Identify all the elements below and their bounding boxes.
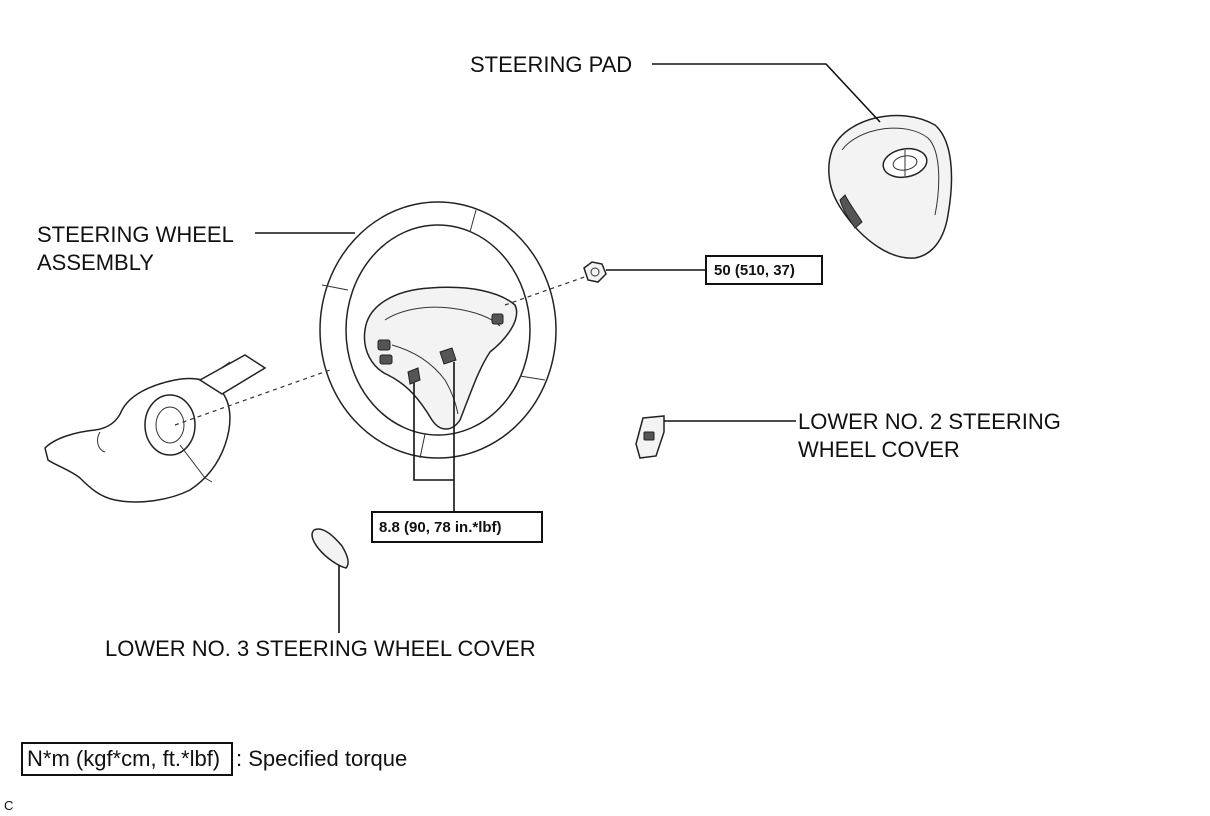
steering-wheel-illustration bbox=[319, 201, 557, 512]
label-lower-no3: LOWER NO. 3 STEERING WHEEL COVER bbox=[105, 636, 536, 661]
alignment-line-nut bbox=[504, 274, 591, 306]
alignment-line-column bbox=[174, 369, 331, 426]
torque-legend: N*m (kgf*cm, ft.*lbf) : Specified torque bbox=[21, 742, 407, 776]
lower-no3-cover-illustration bbox=[311, 528, 349, 569]
label-lower-no2-line1: LOWER NO. 2 STEERING bbox=[798, 409, 1061, 434]
leader-steering-pad bbox=[652, 63, 881, 123]
torque-box-nut: 50 (510, 37) bbox=[705, 255, 823, 285]
label-lower-no2-line2: WHEEL COVER bbox=[798, 437, 960, 462]
torque-box-bolts: 8.8 (90, 78 in.*lbf) bbox=[371, 511, 543, 543]
steering-pad-illustration bbox=[828, 114, 953, 259]
corner-mark: C bbox=[4, 798, 13, 813]
column-switch-illustration bbox=[44, 354, 267, 503]
nut-illustration bbox=[583, 261, 607, 283]
torque-value-nut: 50 (510, 37) bbox=[714, 262, 795, 279]
label-steering-pad: STEERING PAD bbox=[470, 52, 632, 77]
label-steering-wheel-line2: ASSEMBLY bbox=[37, 250, 154, 275]
legend-unit-box: N*m (kgf*cm, ft.*lbf) bbox=[27, 746, 220, 771]
torque-value-bolts: 8.8 (90, 78 in.*lbf) bbox=[379, 519, 502, 536]
lower-no2-cover-illustration bbox=[635, 415, 665, 459]
label-steering-wheel-line1: STEERING WHEEL bbox=[37, 222, 234, 247]
legend-description: : Specified torque bbox=[236, 746, 407, 771]
